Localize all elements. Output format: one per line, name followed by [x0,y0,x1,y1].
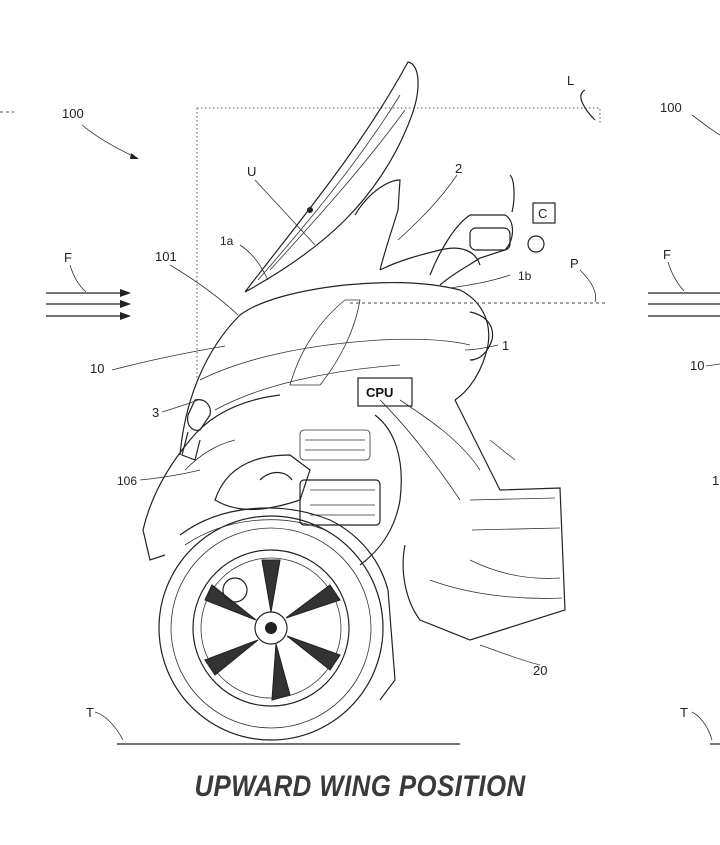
label-1-right: 1 [712,473,719,488]
label-f-left: F [64,250,72,265]
label-10: 10 [90,361,104,376]
figure-caption: UPWARD WING POSITION [50,770,669,804]
label-c: C [538,206,547,221]
label-f-right: F [663,247,671,262]
scooter-body [143,175,565,640]
label-10-right: 10 [690,358,704,373]
label-1b: 1b [518,269,532,283]
label-20: 20 [533,663,547,678]
label-t-right: T [680,705,688,720]
label-100-right: 100 [660,100,682,115]
reference-frame-l [197,90,600,380]
label-u: U [247,164,256,179]
label-1: 1 [502,338,509,353]
wind-arrows-right [648,262,720,316]
ground-leader-left [95,712,123,740]
label-t-left: T [86,705,94,720]
label-101: 101 [155,249,177,264]
label-100-left: 100 [62,106,84,121]
leader-lines [82,115,720,665]
label-cpu: CPU [366,385,393,400]
windscreen-wing [245,62,418,292]
plane-p-leader [580,270,596,302]
label-1a: 1a [220,234,234,248]
front-wheel [159,508,395,740]
label-106: 106 [117,474,137,488]
label-2: 2 [455,161,462,176]
suspension-assembly [215,415,401,565]
label-3: 3 [152,405,159,420]
label-l: L [567,73,574,88]
label-p: P [570,256,579,271]
wind-arrows-left [46,265,131,320]
ground-leader-right [692,712,712,740]
